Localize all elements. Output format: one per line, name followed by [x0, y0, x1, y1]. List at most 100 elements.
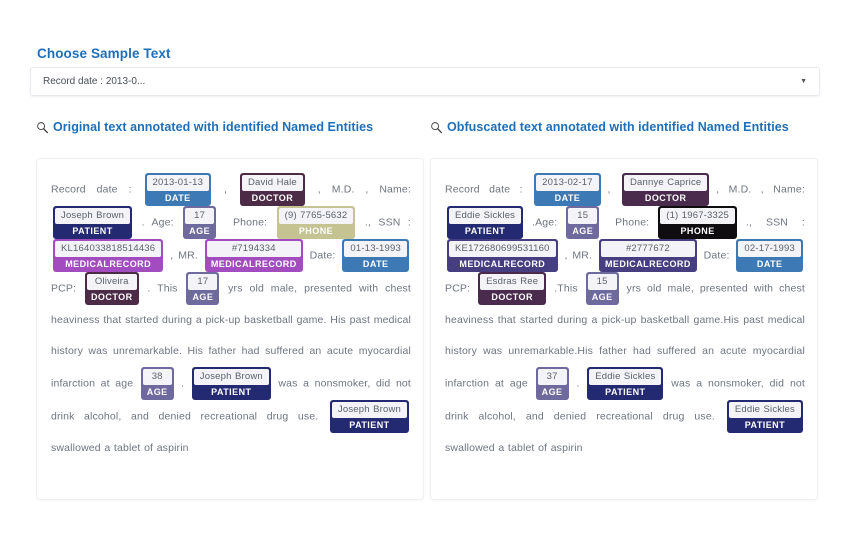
entity-label: PHONE [680, 226, 715, 236]
plain-text: , M.D. , Name: [711, 183, 809, 196]
plain-text: . [175, 377, 190, 390]
entity-value: 38 [142, 369, 172, 385]
entity-label: DOCTOR [251, 193, 294, 203]
entity-value: KL164033818514436 [55, 241, 162, 257]
sample-text-select[interactable]: Record date : 2013-0... ▼ [30, 67, 820, 96]
choose-sample-text-label: Choose Sample Text [37, 46, 171, 61]
chevron-down-icon: ▼ [800, 78, 807, 85]
original-column-heading: Original text annotated with identified … [36, 120, 373, 134]
plain-text: ., SSN : [357, 216, 415, 229]
entity-label: DATE [756, 259, 783, 269]
entity-label: PATIENT [72, 226, 113, 236]
entity-label: DOCTOR [644, 193, 687, 203]
plain-text: .This [548, 282, 584, 295]
entity-label: AGE [192, 292, 214, 302]
entity-label: MEDICALRECORD [210, 259, 297, 269]
entity-label: AGE [591, 292, 613, 302]
entity-label: PATIENT [464, 226, 506, 236]
entity-label: AGE [541, 387, 563, 397]
entity-label: DATE [164, 193, 191, 203]
plain-text: Phone: [218, 216, 275, 229]
entity-value: 15 [587, 274, 617, 290]
entity-value: Eddie Sickles [589, 369, 662, 385]
entity-label: DATE [362, 259, 389, 269]
entity-value: #2777672 [600, 241, 695, 257]
entity-value: 17 [185, 208, 215, 224]
plain-text: . [134, 216, 152, 229]
entity-value: 02-17-1993 [738, 241, 801, 257]
plain-text: PCP: [445, 249, 809, 295]
entity-label: DOCTOR [491, 292, 533, 302]
plain-text: Age: [151, 216, 182, 229]
entity-label: PATIENT [744, 420, 786, 430]
entity-value: 15 [568, 208, 598, 224]
plain-text: . [570, 377, 586, 390]
search-icon [36, 121, 49, 134]
plain-text: , MR. [165, 249, 203, 262]
entity-value: (9) 7765-5632 [278, 208, 354, 224]
entity-label: AGE [189, 226, 211, 236]
plain-text: . This [140, 282, 185, 295]
plain-text: Record date : [51, 183, 143, 196]
entity-value: (1) 1967-3325 [660, 208, 735, 224]
plain-text: swallowed a tablet of aspirin [51, 410, 415, 454]
plain-text: Phone: [601, 216, 657, 229]
entity-value: Dannye Caprice [623, 175, 708, 191]
entity-value: David Hale [241, 175, 303, 191]
entity-label: AGE [572, 226, 594, 236]
plain-text: was a nonsmoker, did not drink alcohol, … [51, 377, 415, 423]
entity-label: MEDICALRECORD [65, 259, 152, 269]
plain-text: was a nonsmoker, did not drink alcohol, … [445, 377, 809, 423]
plain-text: yrs old male, presented with chest heavi… [51, 282, 415, 390]
entity-label: MEDICALRECORD [604, 259, 691, 269]
obfuscated-column-heading: Obfuscated text annotated with identifie… [430, 120, 789, 134]
entity-label: AGE [146, 387, 168, 397]
entity-value: #7194334 [206, 241, 301, 257]
entity-value: Joseph Brown [55, 208, 131, 224]
entity-value: 17 [188, 274, 218, 290]
plain-text: Record date : [445, 183, 533, 196]
entity-label: PATIENT [605, 387, 646, 397]
plain-text: .Age: [525, 216, 565, 229]
search-icon [430, 121, 443, 134]
plain-text: Date: [304, 249, 341, 262]
entity-value: 37 [537, 369, 567, 385]
entity-value: Esdras Ree [480, 274, 545, 290]
plain-text: , M.D. , Name: [306, 183, 415, 196]
entity-value: Eddie Sickles [728, 402, 801, 418]
plain-text: Date: [698, 249, 735, 262]
entity-value: KE172680699531160 [449, 241, 556, 257]
original-column-heading-text: Original text annotated with identified … [53, 120, 374, 134]
obfuscated-column-heading-text: Obfuscated text annotated with identifie… [447, 120, 789, 134]
plain-text: , [213, 183, 238, 196]
